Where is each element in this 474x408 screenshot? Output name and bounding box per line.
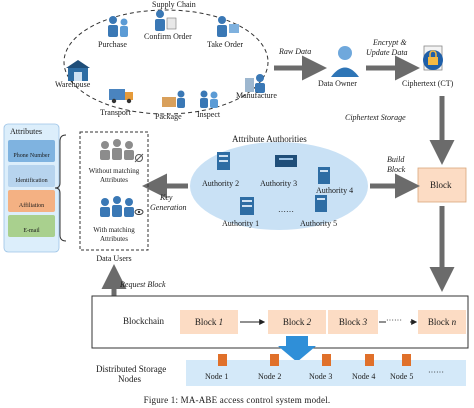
node-2-label: Node 2	[258, 372, 282, 381]
block-2-label: Block 2	[282, 317, 312, 327]
package-icon	[162, 90, 185, 108]
attr-identification: Identification	[15, 178, 48, 184]
supply-chain-loop	[63, 9, 269, 115]
supply-chain-title: Supply Chain	[152, 0, 196, 9]
authority-1-icon	[240, 197, 254, 215]
generation-label: Generation	[150, 203, 187, 212]
encrypt-label: Encrypt &	[373, 38, 407, 47]
attributes-brace	[54, 134, 67, 242]
authority-5-label: Authority 5	[300, 219, 338, 228]
affiliation-card	[8, 190, 55, 212]
authority-1-label: Authority 1	[222, 219, 260, 228]
data-users-box	[79, 131, 149, 251]
stage-take-order: Take Order	[207, 40, 244, 49]
block-3-label: Block 3	[338, 317, 368, 327]
authority-4-label: Authority 4	[316, 186, 354, 195]
data-owner-icon	[331, 46, 359, 77]
node-1-label: Node 1	[205, 372, 229, 381]
stage-purchase: Purchase	[98, 40, 127, 49]
stage-confirm-order: Confirm Order	[144, 32, 192, 41]
update-data-label: Update Data	[366, 48, 408, 57]
ciphertext-label: Ciphertext (CT)	[402, 79, 454, 88]
email-card	[8, 215, 55, 237]
build-block-box	[417, 167, 467, 203]
stage-inspect: Inspect	[197, 110, 221, 119]
attr-affiliation: Affiliation	[18, 203, 45, 209]
authority-3-label: Authority 3	[260, 179, 298, 188]
phone-number-card	[8, 140, 55, 162]
stage-transport: Transport	[100, 108, 131, 117]
chain-block-n	[418, 310, 466, 334]
authority-4-icon	[318, 167, 330, 184]
key-label: Key	[160, 193, 173, 202]
block-box-text: Block	[430, 180, 452, 190]
stage-package: Package	[155, 112, 182, 121]
block-label-italic: Block	[387, 165, 406, 174]
build-label: Build	[387, 155, 405, 164]
with-matching-label: With matching	[93, 226, 135, 234]
node-5-label: Node 5	[390, 372, 414, 381]
users-with-icon	[100, 196, 144, 217]
blockchain-dots: ······	[386, 316, 402, 325]
authority-ellipsis: ……	[278, 205, 294, 214]
with-matching-attrs-label: Attributes	[100, 235, 128, 243]
raw-data-label: Raw Data	[279, 47, 312, 56]
authority-2-icon	[217, 152, 230, 170]
stage-manufacture: Manufacture	[236, 91, 277, 100]
authority-3-icon	[275, 155, 297, 167]
identification-card	[8, 165, 55, 187]
storage-arrow	[278, 336, 316, 362]
chain-block-3	[328, 310, 378, 334]
attributes-title: Attributes	[10, 127, 42, 136]
without-matching-attrs-label: Attributes	[100, 176, 128, 184]
authorities-title: Attribute Authorities	[232, 134, 307, 144]
storage-dots: ······	[428, 368, 444, 377]
chain-block-1	[180, 310, 238, 334]
storage-label: Distributed Storage	[96, 364, 167, 374]
ciphertext-storage-label: Ciphertext Storage	[345, 113, 406, 122]
data-users-label: Data Users	[96, 254, 132, 263]
without-matching-label: Without matching	[88, 167, 140, 175]
purchase-icon	[108, 16, 128, 37]
attr-phone-number: Phone Number	[13, 153, 50, 159]
manufacture-icon	[245, 74, 265, 93]
blockchain-label: Blockchain	[123, 316, 164, 326]
users-without-icon	[100, 139, 144, 163]
chain-block-2	[268, 310, 326, 334]
block-n-label: Block n	[427, 317, 457, 327]
block-1-label: Block 1	[194, 317, 224, 327]
warehouse-icon	[66, 60, 90, 81]
confirm-order-icon	[155, 10, 177, 31]
authority-2-label: Authority 2	[202, 179, 240, 188]
node-4-label: Node 4	[352, 372, 376, 381]
node-3-label: Node 3	[309, 372, 333, 381]
inspect-icon	[200, 90, 218, 108]
transport-icon	[109, 89, 133, 104]
authority-5-icon	[315, 195, 327, 212]
node-icons	[218, 354, 411, 366]
take-order-icon	[217, 16, 239, 37]
ciphertext-icon	[423, 45, 443, 71]
stage-warehouse: Warehouse	[55, 80, 91, 89]
storage-label-2: Nodes	[118, 374, 141, 384]
data-owner-label: Data Owner	[318, 79, 357, 88]
figure-caption: Figure 1: MA-ABE access control system m…	[143, 395, 331, 405]
attr-email: E-mail	[23, 228, 40, 234]
request-block-label: Request Block	[120, 280, 166, 289]
